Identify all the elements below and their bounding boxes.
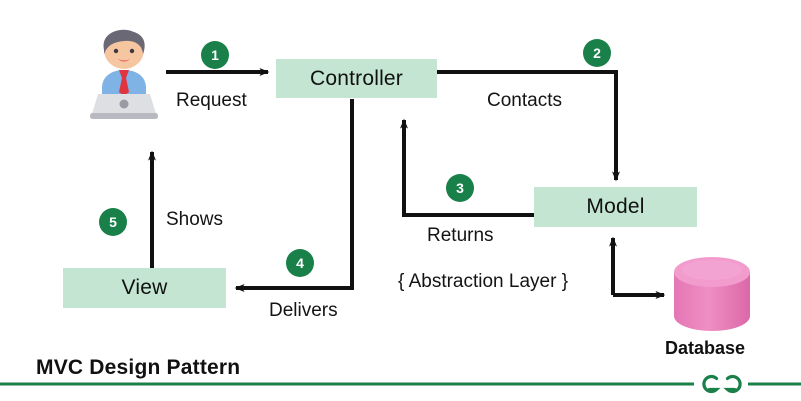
abstraction-layer-note: { Abstraction Layer }: [398, 271, 569, 292]
database-cylinder-icon: [674, 257, 750, 331]
node-view-label: View: [121, 276, 168, 299]
node-model[interactable]: Model: [534, 187, 697, 227]
edge-contacts: [437, 70, 620, 182]
edge-delivers: [234, 99, 354, 292]
step-badge-5: 5: [99, 208, 127, 236]
step-badge-1: 1: [201, 41, 229, 69]
step-badge-3: 3: [446, 174, 474, 202]
user-at-laptop-icon: [90, 29, 158, 119]
step-badge-4: 4: [286, 249, 314, 277]
node-model-label: Model: [586, 195, 645, 218]
edge-label-delivers: Delivers: [269, 300, 338, 321]
page-title: MVC Design Pattern: [36, 356, 241, 379]
edge-label-contacts: Contacts: [487, 90, 562, 111]
edge-model-database: [609, 236, 666, 299]
edge-label-request: Request: [176, 90, 247, 111]
node-controller[interactable]: Controller: [276, 59, 437, 98]
database-label: Database: [665, 338, 746, 358]
edge-label-returns: Returns: [427, 225, 494, 246]
edge-label-shows: Shows: [166, 209, 224, 230]
edge-returns: [400, 118, 534, 217]
node-controller-label: Controller: [309, 66, 404, 90]
node-view[interactable]: View: [63, 268, 226, 308]
step-badge-2: 2: [583, 39, 611, 67]
gfg-logo-icon[interactable]: [697, 369, 747, 399]
